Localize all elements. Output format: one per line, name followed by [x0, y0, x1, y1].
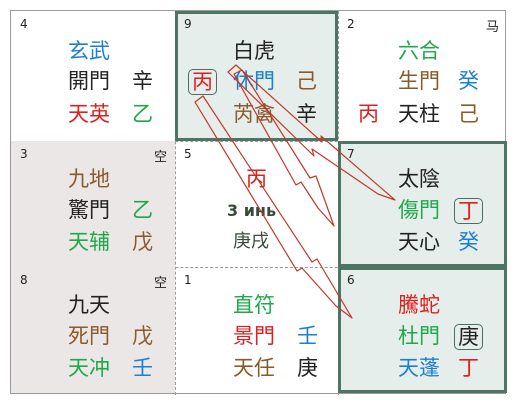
palace-number: 1	[184, 273, 192, 287]
door-stem: 辛	[132, 69, 153, 93]
door-stem: 乙	[132, 198, 153, 222]
star: 天柱	[398, 102, 440, 126]
palace-number: 2	[347, 17, 355, 31]
door: 開門	[68, 69, 110, 93]
star: 天蓬	[398, 356, 440, 380]
deity: 九地	[68, 167, 110, 191]
star-stem: 己	[458, 102, 479, 126]
star-stem: 庚	[297, 356, 318, 380]
deity: 白虎	[233, 39, 275, 63]
palace-number: 8	[20, 273, 28, 287]
door-stem: 壬	[297, 324, 318, 348]
palace-number: 6	[347, 273, 355, 287]
door-stem: 庚	[454, 324, 483, 350]
palace-number: 5	[184, 147, 192, 161]
corner-mark: 空	[153, 276, 167, 291]
center-stem: 丙	[246, 167, 267, 191]
star-stem: 壬	[132, 356, 153, 380]
deity: 騰蛇	[398, 293, 440, 317]
ganzhi: 庚戌	[233, 231, 269, 252]
door: 死門	[68, 324, 110, 348]
palace-number: 7	[347, 147, 355, 161]
palace-number: 4	[20, 17, 28, 31]
palace-6[interactable]: 6 騰蛇 杜門 庚 天蓬 丁	[338, 267, 507, 393]
extra-stem: 丙	[358, 102, 379, 126]
palace-2[interactable]: 2 马 六合 生門 癸 丙 天柱 己	[338, 11, 507, 141]
door: 休門	[233, 69, 275, 93]
star: 天任	[233, 356, 275, 380]
deity: 九天	[68, 293, 110, 317]
deity: 六合	[398, 39, 440, 63]
star-stem: 戊	[132, 230, 153, 254]
palace-4[interactable]: 4 玄武 開門 辛 天英 乙	[11, 11, 175, 141]
star: 天英	[68, 102, 110, 126]
door: 杜門	[398, 324, 440, 348]
door-stem: 戊	[132, 324, 153, 348]
palace-8[interactable]: 8 空 九天 死門 戊 天冲 壬	[11, 267, 175, 393]
door-stem: 丁	[454, 198, 483, 224]
door-stem: 癸	[458, 69, 479, 93]
deity: 太陰	[398, 167, 440, 191]
door: 驚門	[68, 198, 110, 222]
corner-mark: 马	[485, 20, 499, 35]
star-stem: 乙	[132, 102, 153, 126]
deity: 玄武	[68, 39, 110, 63]
palace-5[interactable]: 5 丙 3 инь 庚戌	[175, 141, 338, 267]
door: 景門	[233, 324, 275, 348]
hidden-stem: 丙	[188, 69, 217, 95]
star: 芮禽	[233, 102, 275, 126]
yin-label: 3 инь	[227, 201, 277, 220]
palace-9[interactable]: 9 白虎 丙 休門 己 芮禽 辛	[175, 11, 338, 141]
door-stem: 己	[296, 69, 317, 93]
corner-mark: 空	[153, 150, 167, 165]
star-stem: 辛	[296, 102, 317, 126]
star-stem: 癸	[458, 230, 479, 254]
deity: 直符	[233, 293, 275, 317]
palace-3[interactable]: 3 空 九地 驚門 乙 天辅 戊	[11, 141, 175, 267]
palace-number: 3	[20, 147, 28, 161]
star-stem: 丁	[458, 356, 479, 380]
palace-1[interactable]: 1 直符 景門 壬 天任 庚	[175, 267, 338, 393]
star: 天辅	[68, 230, 110, 254]
qimen-chart: 4 玄武 開門 辛 天英 乙 9 白虎 丙 休門 己 芮禽 辛 2 马 六合 生…	[10, 10, 507, 395]
star: 天冲	[68, 356, 110, 380]
door: 傷門	[398, 198, 440, 222]
palace-7[interactable]: 7 太陰 傷門 丁 天心 癸	[338, 141, 507, 267]
door: 生門	[398, 69, 440, 93]
star: 天心	[398, 230, 440, 254]
grid-line	[175, 11, 176, 395]
palace-number: 9	[184, 17, 192, 31]
